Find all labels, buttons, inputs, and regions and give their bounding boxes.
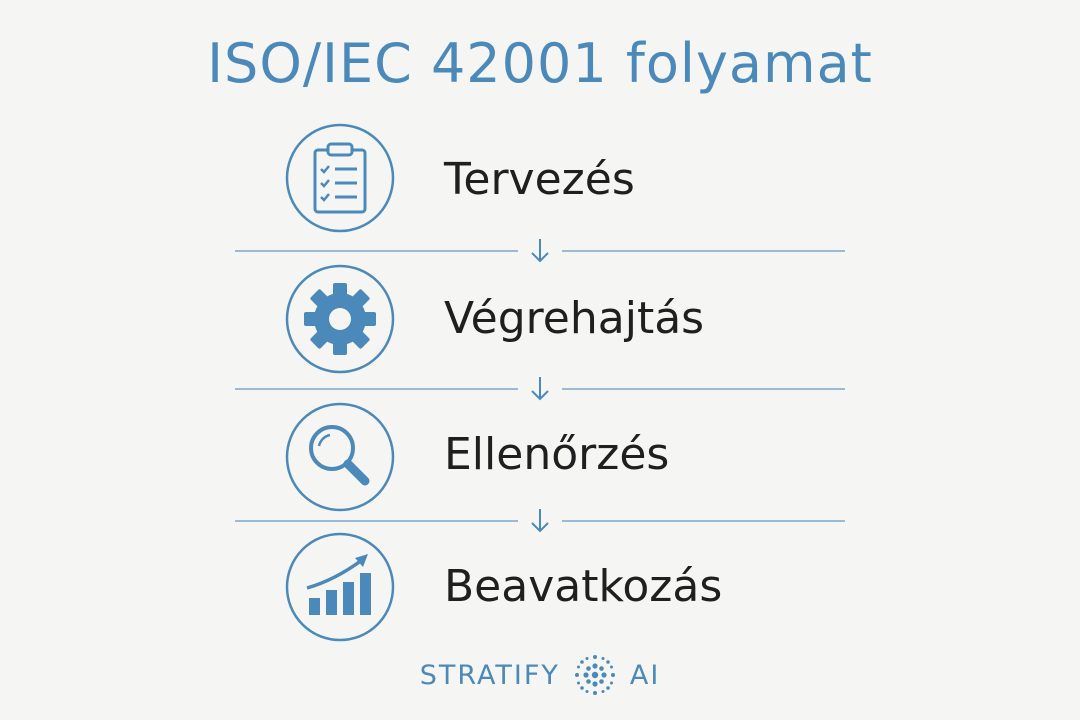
growth-chart-icon bbox=[285, 532, 395, 642]
clipboard-checklist-icon bbox=[285, 123, 395, 233]
gear-icon bbox=[285, 264, 395, 374]
divider-arrow bbox=[235, 239, 845, 263]
step-label-action: Beavatkozás bbox=[444, 561, 723, 612]
diagram-title: ISO/IEC 42001 folyamat bbox=[207, 32, 873, 95]
brand-name: STRATIFY bbox=[419, 659, 560, 691]
brand-logo-icon bbox=[574, 655, 615, 695]
brand-suffix: AI bbox=[629, 659, 661, 691]
step-label-execution: Végrehajtás bbox=[444, 293, 705, 344]
magnifier-icon bbox=[285, 402, 395, 512]
divider-arrow bbox=[235, 377, 845, 401]
step-label-planning: Tervezés bbox=[444, 154, 635, 205]
brand-footer: STRATIFY AI bbox=[0, 652, 1080, 698]
divider-arrow bbox=[235, 509, 845, 533]
step-label-check: Ellenőrzés bbox=[444, 429, 670, 480]
